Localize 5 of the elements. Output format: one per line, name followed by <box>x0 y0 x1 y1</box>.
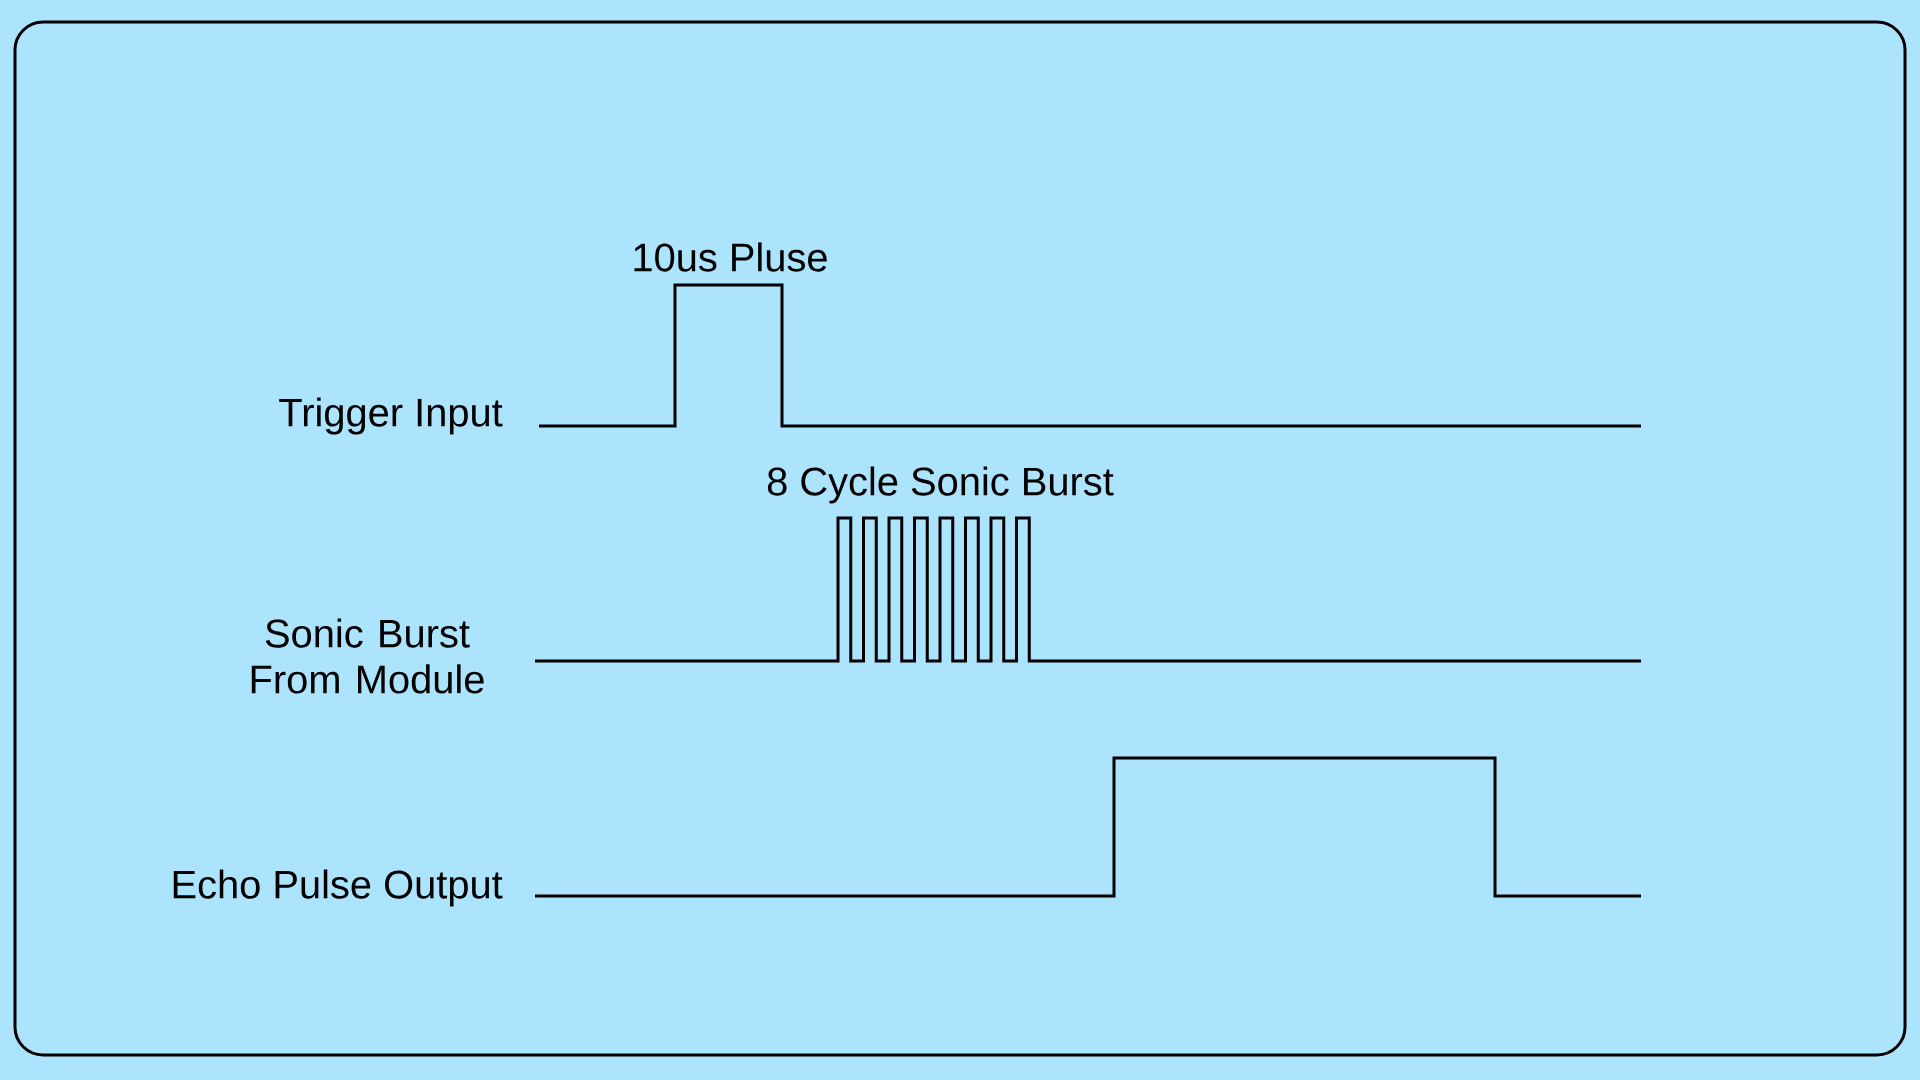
signal-label: Echo Pulse Output <box>173 869 503 907</box>
signal-label: Trigger Input <box>279 397 503 435</box>
pulse-label: 10us Pluse <box>634 242 827 272</box>
signal-label: Sonic Burst From Module <box>251 618 484 694</box>
burst-label: 8 Cycle Sonic Burst <box>767 466 1114 504</box>
